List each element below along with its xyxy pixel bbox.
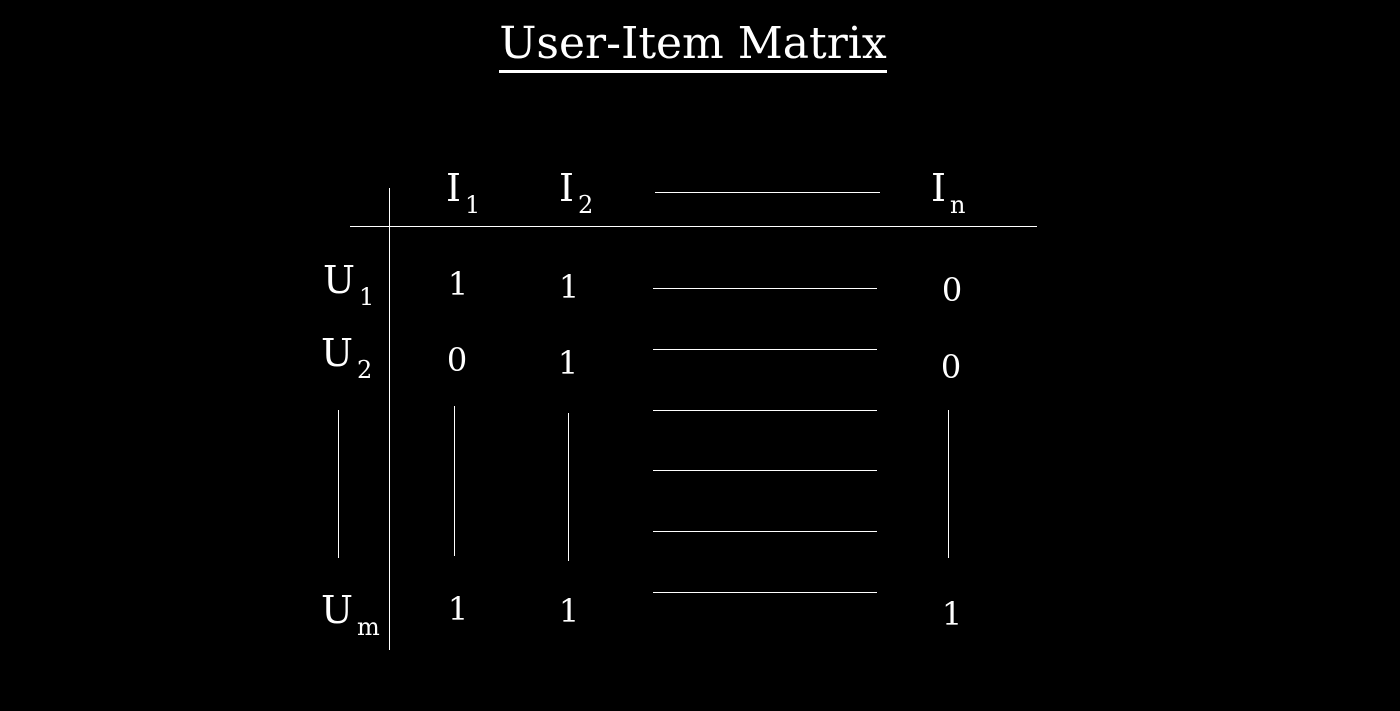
middle-ellipsis-line-4	[653, 592, 877, 593]
cell-um-i1: 1	[447, 590, 469, 628]
middle-ellipsis-line-1	[653, 410, 877, 411]
row-header-divider	[389, 188, 390, 650]
cell-u1-in: 0	[941, 271, 963, 309]
cell-u1-i2: 1	[558, 268, 580, 306]
cell-u1-i1: 1	[447, 265, 469, 303]
cell-u2-ellipsis-line	[653, 349, 877, 350]
item-n-ellipsis-line	[948, 410, 949, 558]
title-text: User-Item Matrix	[499, 19, 887, 73]
cell-u1-ellipsis-line	[653, 288, 877, 289]
cell-um-i2: 1	[558, 592, 580, 630]
item-2-ellipsis-line	[568, 413, 569, 561]
diagram-title: User-Item Matrix	[0, 16, 1386, 73]
cell-um-in: 1	[941, 595, 963, 633]
row-ellipsis-line	[338, 410, 339, 558]
column-ellipsis-line	[655, 192, 880, 193]
middle-ellipsis-line-2	[653, 470, 877, 471]
cell-u2-i2: 1	[557, 344, 579, 382]
middle-ellipsis-line-3	[653, 531, 877, 532]
column-header-divider	[350, 226, 1037, 227]
cell-u2-i1: 0	[446, 341, 468, 379]
item-1-ellipsis-line	[454, 406, 455, 556]
cell-u2-in: 0	[940, 348, 962, 386]
